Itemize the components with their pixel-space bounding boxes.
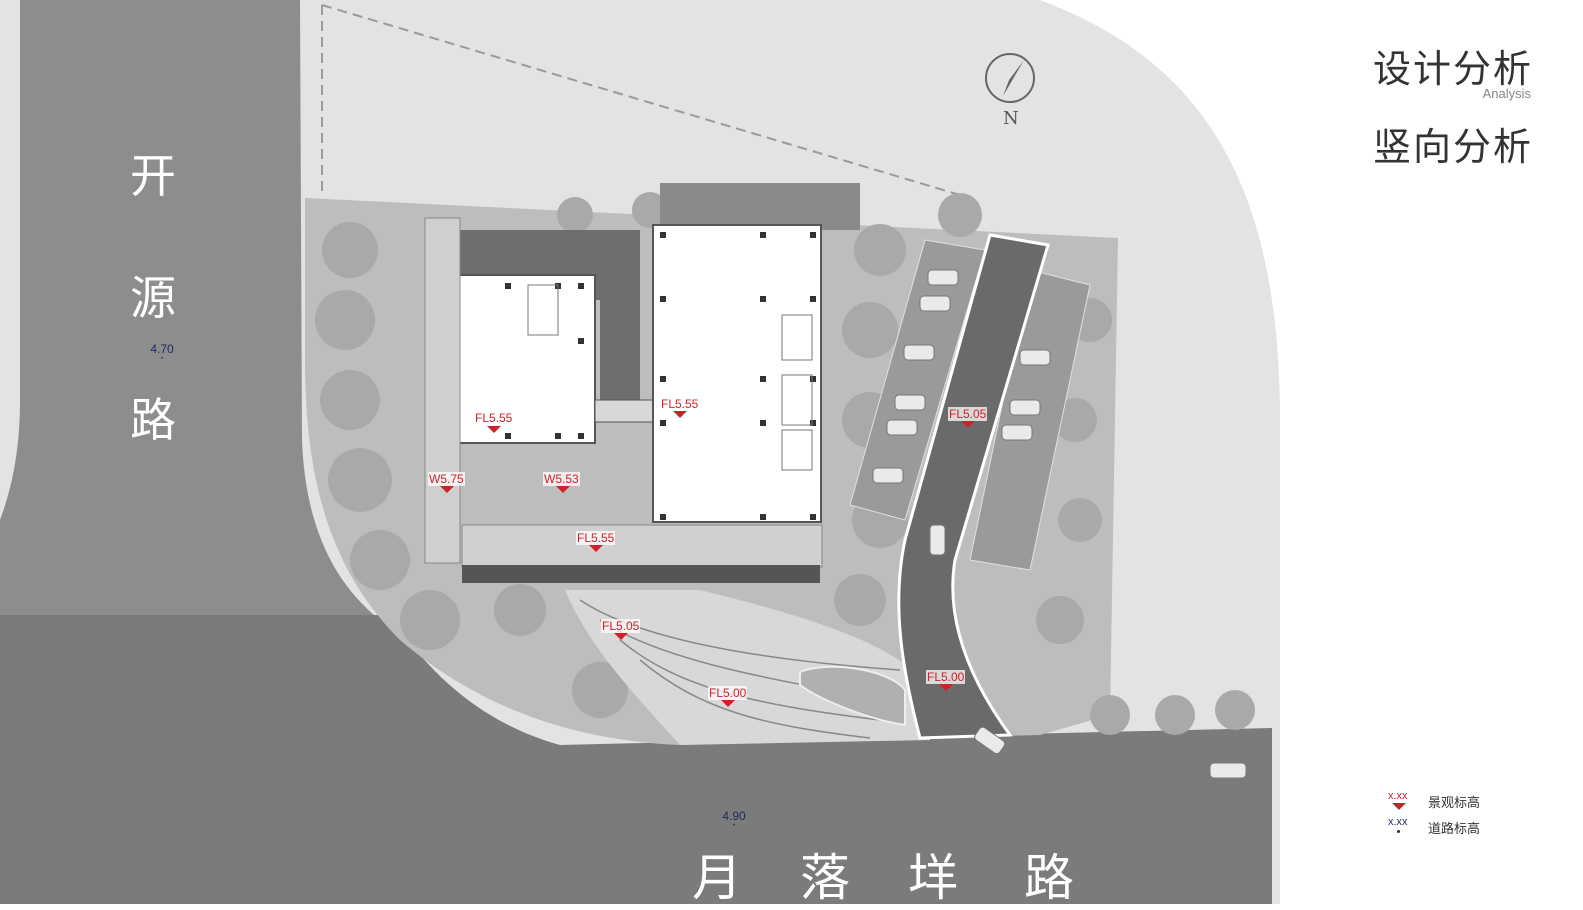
- south-terrace: [461, 524, 823, 568]
- compass-north-label: N: [1003, 108, 1019, 129]
- bottom-road-name-char: 落: [800, 849, 850, 907]
- legend-road-sample: x.xx: [1388, 816, 1408, 828]
- parking-stalls-right: [969, 269, 1091, 571]
- planting-island: [799, 665, 906, 727]
- elevation-marker-icon: [440, 486, 454, 493]
- road-elevation-left: 4.70: [142, 342, 182, 362]
- elevation-label-east-building: FL5.55: [660, 397, 700, 411]
- building-shadow: [450, 230, 640, 400]
- parking-stalls-left: [849, 239, 986, 521]
- west-wall: [424, 217, 461, 564]
- building-base-strip: [462, 565, 820, 583]
- elevation-marker-icon: [961, 421, 975, 428]
- parking-drive-aisle: [897, 233, 1050, 740]
- bottom-road-name-char: 路: [1024, 849, 1074, 907]
- elevation-label-steps: FL5.05: [601, 619, 641, 633]
- left-road-name-char: 源: [130, 271, 176, 325]
- left-road-name-char: 开: [130, 149, 176, 203]
- building-shadow-east: [660, 183, 860, 230]
- west-building: [434, 274, 596, 444]
- east-building: [652, 224, 822, 523]
- elevation-marker-icon: [939, 684, 953, 691]
- elevation-label-terrace: FL5.55: [576, 531, 616, 545]
- elevation-label-west-building: FL5.55: [474, 411, 514, 425]
- legend-road-marker-icon: [1397, 830, 1400, 833]
- analysis-title: 设计分析: [1372, 47, 1533, 91]
- elevation-label-plaza: FL5.00: [708, 686, 748, 700]
- elevation-label-west-water: W5.75: [428, 472, 465, 486]
- compass-rose: [985, 53, 1035, 103]
- legend-landscape-sample: x.xx: [1388, 790, 1408, 802]
- interior-cores: [527, 284, 813, 471]
- elevation-marker-icon: [673, 411, 687, 418]
- legend-landscape-label: 景观标高: [1428, 796, 1481, 811]
- road-elevation-bottom: 4.90: [714, 809, 754, 829]
- elevation-label-court-water: W5.53: [543, 472, 580, 486]
- parked-cars: [872, 269, 1247, 779]
- bottom-road-name-char: 月: [692, 849, 742, 907]
- elevation-marker-icon: [721, 700, 735, 707]
- left-road-surface: [0, 0, 380, 620]
- legend-landscape-marker-icon: [1392, 803, 1406, 810]
- bottom-road-surface: [0, 615, 1272, 904]
- tree-canopy: [315, 192, 1255, 735]
- connector-bridge: [594, 399, 654, 423]
- section-title: 竖向分析: [1372, 125, 1533, 169]
- elevation-marker-icon: [589, 545, 603, 552]
- elevation-marker-icon: [614, 633, 628, 640]
- elevation-label-parking: FL5.05: [948, 407, 988, 421]
- elevation-marker-icon: [556, 486, 570, 493]
- elevation-marker-icon: [487, 426, 501, 433]
- analysis-subtitle: Analysis: [1482, 86, 1531, 101]
- left-road-name-char: 路: [130, 393, 176, 447]
- elevation-label-entry: FL5.00: [926, 670, 966, 684]
- bottom-road-name-char: 垟: [908, 849, 958, 907]
- legend-road-label: 道路标高: [1428, 822, 1481, 837]
